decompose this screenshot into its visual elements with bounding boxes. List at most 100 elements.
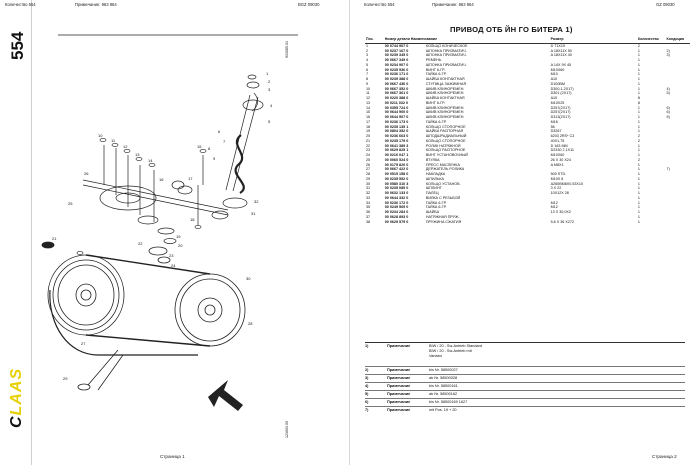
svg-text:3: 3 <box>268 87 271 92</box>
row-qty: 1 <box>637 143 640 148</box>
row-condition <box>666 220 690 225</box>
row-pos: 23 <box>366 148 371 153</box>
row-part-number: 00 0216 047 1 <box>384 153 409 158</box>
row-part-number: 00 0211 032 0 <box>384 100 409 105</box>
note-label: Примечание <box>387 400 411 404</box>
note-text: ab Nr. 58500162 <box>429 392 458 396</box>
row-qty: 1 <box>637 81 640 86</box>
svg-text:6: 6 <box>218 129 221 134</box>
row-description: РЕМЕНЬ <box>425 58 442 63</box>
row-description: ВИНТ УСТАНОВОЧНЫЙ <box>425 153 469 158</box>
row-description: ШПОДШРАДИАЛЬНЫЙ <box>425 134 467 139</box>
row-pos: 31 <box>366 186 371 191</box>
row-part-number: 00 0629 825 1 <box>384 148 409 153</box>
row-size: D 71X19 <box>550 43 565 48</box>
header-left: Количество 554 <box>5 2 36 7</box>
note-number: 5) <box>365 392 369 396</box>
row-qty: 1 <box>637 191 640 196</box>
row-size: A 14X 9X 45 <box>550 62 572 67</box>
row-qty: 1 <box>637 58 640 63</box>
idler-assembly <box>82 145 229 244</box>
row-description: ШПОНКА ПРИЗМАТИЧ. <box>425 53 467 58</box>
svg-text:16: 16 <box>159 177 164 182</box>
page-footer: Страница 2 <box>652 454 677 459</box>
row-part-number: 00 0220 388 0 <box>384 96 409 101</box>
row-size: D3267 <box>550 129 562 134</box>
row-description: КОЛЬЦО РАСПОРНОЕ <box>425 148 466 153</box>
row-description: ШАЙБА КОНТАКТНАЯ <box>425 77 465 82</box>
row-description: ГАЙКА 6-ГР. <box>425 119 447 124</box>
row-condition: 5) <box>666 91 670 96</box>
row-description: ВТУЛКА <box>425 157 440 162</box>
row-size: 5,6 X 36 X272 <box>550 219 574 224</box>
col-qty: Количество <box>636 37 666 44</box>
row-pos: 13 <box>366 100 371 105</box>
hardware-stack <box>76 138 207 255</box>
row-pos: 9 <box>366 81 369 86</box>
row-part-number: 00 0236 172 0 <box>384 200 409 205</box>
row-pos: 17 <box>366 119 371 124</box>
row-size: A10 <box>550 77 558 82</box>
row-qty: 1 <box>637 214 640 219</box>
svg-text:32: 32 <box>254 199 259 204</box>
row-description: ГАЙКА 6-ГР. <box>425 200 447 205</box>
svg-text:2: 2 <box>268 79 271 84</box>
row-description: ШПЛИНТ <box>425 186 442 191</box>
row-qty: 2 <box>637 138 640 143</box>
row-description: РОЛИК НАТЯЖНОЙ <box>425 143 461 148</box>
row-qty: 1 <box>637 86 640 91</box>
col-condition: Кондиция <box>665 37 690 44</box>
svg-text:10: 10 <box>98 133 103 138</box>
row-qty: 1 <box>637 48 640 53</box>
row-size: 13 X 30,0X2 <box>550 210 571 215</box>
page-title: ПРИВОД ОТБ ЙН ГО БИТЕРА 1) <box>450 25 573 34</box>
row-qty: 1 <box>637 110 640 115</box>
row-pos: 8 <box>366 77 369 82</box>
row-condition: 7) <box>666 167 670 172</box>
row-part-number: 00 0629 579 0 <box>384 219 409 224</box>
svg-text:14: 14 <box>148 158 153 163</box>
row-size: 10X12X 28 <box>550 191 569 196</box>
row-part-number: 00 0236 171 0 <box>384 72 409 77</box>
row-qty: 2 <box>637 43 640 48</box>
row-pos: 29 <box>366 176 371 181</box>
row-pos: 33 <box>366 195 371 200</box>
row-part-number: 00 0060 524 0 <box>384 157 409 162</box>
row-qty: 1 <box>637 77 640 82</box>
row-part-number: 00 0235 089 0 <box>384 186 409 191</box>
row-part-number: 00 0179 820 0 <box>384 162 409 167</box>
note-label: Примечание <box>387 344 411 348</box>
row-size: D257(2X17) <box>550 110 571 115</box>
header-mid: Примечание: 963 964 <box>432 2 474 7</box>
note-text: BIW / 20 - Sw-Antrieb Standard BIW / 20 … <box>429 344 482 358</box>
row-part-number: 00 0744 907 0 <box>384 43 409 48</box>
row-size: A10 <box>550 96 558 101</box>
svg-text:29: 29 <box>63 376 68 381</box>
row-qty: 2 <box>637 157 640 162</box>
row-part-number: 00 0515 158 0 <box>384 172 409 177</box>
row-qty: 1 <box>637 210 640 215</box>
row-qty: 1 <box>637 153 640 158</box>
row-size: 56 <box>550 124 555 129</box>
svg-text:19: 19 <box>176 234 181 239</box>
row-size: 26 X 30 X24 <box>550 157 571 162</box>
row-pos: 12 <box>366 96 371 101</box>
row-size: A 18X11X 40 <box>550 53 572 58</box>
row-pos: 38 <box>366 219 371 224</box>
row-size: M16 <box>550 119 558 124</box>
svg-text:5: 5 <box>268 119 271 124</box>
row-qty: 1 <box>637 195 640 200</box>
row-description: ШПОНКА ПРИЗМАТИЧ. <box>425 62 467 67</box>
row-description: ШАЙБА КОНТАКТНАЯ <box>425 96 465 101</box>
